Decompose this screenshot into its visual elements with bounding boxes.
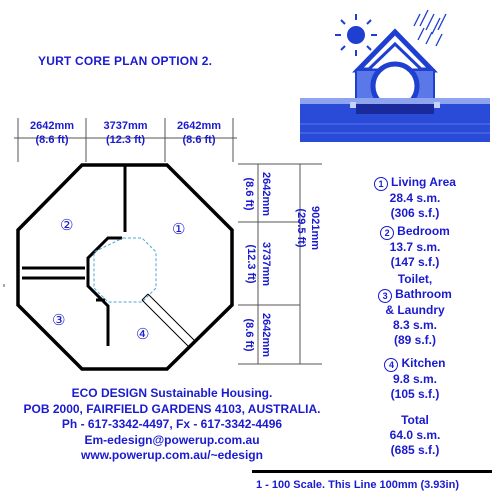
kitchen-bench [141, 293, 197, 349]
core-outline [93, 237, 157, 303]
side-dimension-lines [238, 163, 322, 365]
scale-text: 1 - 100 Scale. This Line 100mm (3.93in) [256, 479, 459, 491]
top-dimension-lines [14, 118, 237, 162]
side-dim-3-ft: (8.6 ft) [243, 318, 255, 352]
company-footer: ECO DESIGN Sustainable Housing. POB 2000… [12, 386, 332, 464]
company-email[interactable]: Em-edesign@powerup.com.au [84, 432, 260, 447]
plan-label-1: ① [172, 221, 186, 238]
company-website[interactable]: www.powerup.com.au/~edesign [81, 448, 263, 462]
overall-dim-ft: (29.5 ft) [295, 208, 307, 248]
side-dim-1-ft: (8.6 ft) [243, 177, 255, 211]
plan-title: YURT CORE PLAN OPTION 2. [38, 54, 213, 68]
plan-label-2: ② [60, 217, 74, 234]
company-address: POB 2000, FAIRFIELD GARDENS 4103, AUSTRA… [23, 401, 321, 416]
side-dim-3: 2642mm [260, 312, 272, 358]
top-dim-3: 2642mm(8.6 ft) [176, 120, 222, 146]
total-entry: Total 64.0 s.m. (685 s.f.) [389, 413, 441, 457]
side-dim-2-ft: (12.3 ft) [245, 244, 257, 284]
plan-label-4: ④ [136, 326, 150, 343]
scale-bar [252, 470, 492, 473]
top-dim-1: 2642mm(8.6 ft) [29, 120, 75, 146]
rain-icon [413, 9, 447, 47]
top-dim-2: 3737mm(12.3 ft) [103, 120, 148, 146]
company-phone: Ph - 617-3342-4497, Fx - 617-3342-4496 [61, 417, 283, 431]
overall-dim: 9021mm [309, 205, 321, 251]
company-name: ECO DESIGN Sustainable Housing. [71, 386, 273, 400]
interior-walls [22, 165, 127, 346]
eco-design-logo [300, 9, 490, 142]
sun-icon [335, 14, 377, 56]
side-dim-2: 3737mm [260, 241, 272, 287]
plan-label-3: ③ [52, 312, 66, 329]
side-dim-1: 2642mm [260, 171, 272, 217]
yurt-outer-wall [16, 163, 234, 371]
